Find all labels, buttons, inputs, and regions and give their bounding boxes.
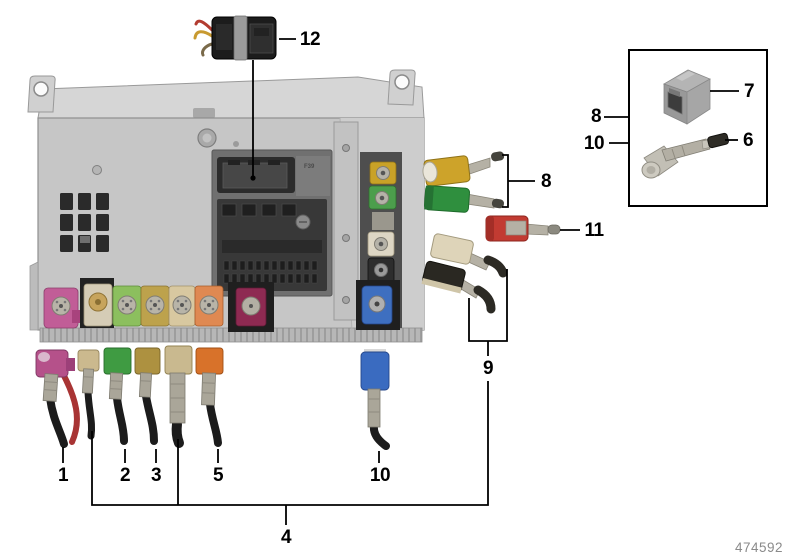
repair-cable-5: [195, 347, 224, 447]
port-blue: [356, 280, 400, 330]
plug-8-green: [423, 185, 504, 213]
callout-10-box: 10: [583, 133, 605, 154]
callout-11: 11: [584, 220, 604, 241]
callout-1: 1: [57, 465, 69, 486]
plug-12: [193, 15, 277, 61]
repair-cable-3: [134, 347, 161, 445]
callout-4: 4: [280, 527, 292, 548]
callout-10-cable: 10: [369, 465, 391, 486]
plug-8-yellow: [422, 151, 505, 187]
drawing-number: 474592: [734, 540, 783, 555]
port-tan: [140, 285, 170, 327]
vent-grille: [60, 193, 109, 252]
plug-11-red: [485, 215, 561, 242]
bottom-port-row: [43, 278, 400, 332]
callout-9: 9: [482, 358, 494, 379]
repair-cable-4a: [77, 349, 100, 440]
repair-cable-10: [360, 349, 390, 450]
repair-cable-2: [103, 347, 132, 445]
port-cream: [168, 285, 196, 327]
repair-cable-4b: [164, 345, 193, 448]
head-unit: F39: [27, 69, 425, 343]
side-bracket: [333, 121, 359, 321]
callout-8-group: 8: [540, 171, 552, 192]
callout-7: 7: [743, 81, 755, 102]
callout-8-box: 8: [590, 106, 602, 127]
callout-2: 2: [119, 465, 131, 486]
part-6-plug: [641, 132, 730, 179]
plug-9-black: [421, 260, 496, 314]
callout-lines: [62, 38, 739, 525]
repair-cable-1: [35, 349, 80, 448]
plug-9-cream: [430, 233, 508, 278]
main-connector-block: F39: [211, 149, 333, 297]
port-orange: [194, 285, 224, 327]
callout-12: 12: [299, 29, 321, 50]
mounting-flange: [27, 69, 425, 119]
port-green: [112, 285, 142, 327]
pointer-dot-12: [250, 175, 256, 181]
part-7-housing: [663, 69, 711, 125]
port-maroon: [228, 282, 274, 332]
module-connector-label: F39: [304, 164, 315, 170]
callout-5: 5: [212, 465, 224, 486]
port-pink: [43, 287, 80, 329]
callout-6: 6: [742, 130, 754, 151]
detail-box: [628, 49, 768, 207]
callout-3: 3: [150, 465, 162, 486]
port-bone: [83, 283, 113, 327]
